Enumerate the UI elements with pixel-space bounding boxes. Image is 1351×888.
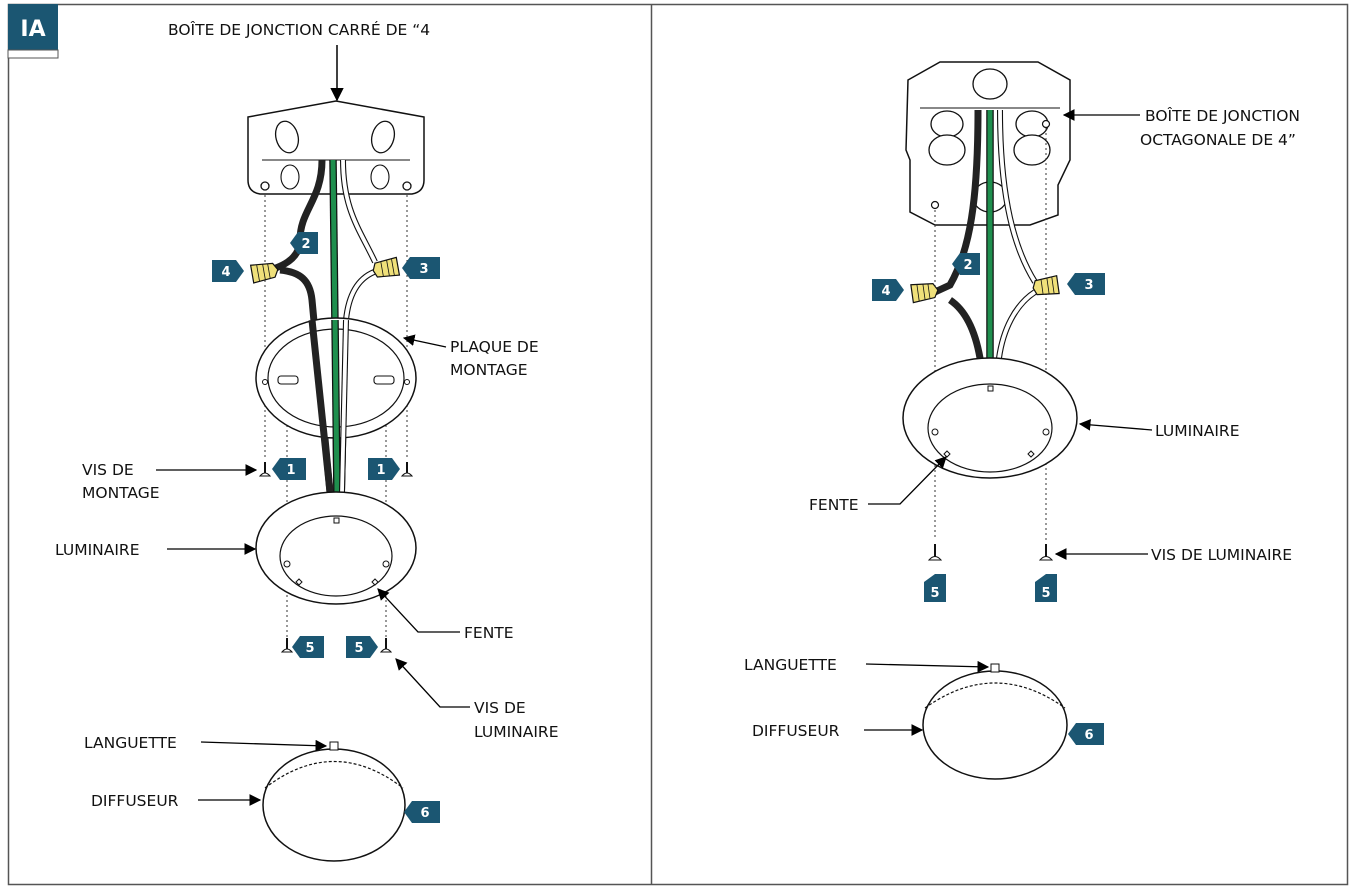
- fixture-screw-right-1: [927, 544, 943, 561]
- outer-frame: [7, 3, 1349, 886]
- label-slot-right: FENTE: [809, 496, 859, 514]
- fixture-screw-right-2: [1038, 544, 1054, 561]
- label-diffuser-left: DIFFUSEUR: [91, 792, 179, 810]
- fixture-right: [902, 357, 1078, 479]
- wire-nut-left-right-panel: [910, 283, 939, 304]
- step-badge-2: 2: [290, 232, 318, 254]
- step-badge-6-left: 6: [404, 801, 440, 823]
- svg-text:5: 5: [1041, 586, 1050, 601]
- svg-text:4: 4: [221, 265, 230, 280]
- wire-nut-right: [372, 256, 401, 278]
- step-badge-5-right-1: 5: [924, 574, 946, 602]
- mounting-screw-left: [258, 462, 272, 477]
- label-octagonal-box-2: OCTAGONALE DE 4”: [1140, 131, 1296, 149]
- svg-text:5: 5: [305, 641, 314, 656]
- svg-text:5: 5: [930, 586, 939, 601]
- black-wire-right: [933, 109, 982, 296]
- step-badge-3: 3: [402, 257, 440, 279]
- label-mounting-plate-2: MONTAGE: [450, 361, 528, 379]
- wire-nut-left: [249, 262, 279, 284]
- label-mounting-plate-1: PLAQUE DE: [450, 338, 539, 356]
- label-fixture-screw-1: VIS DE: [474, 699, 526, 717]
- wire-nut-right-right-panel: [1032, 274, 1060, 296]
- step-badge-5-right: 5: [346, 636, 378, 658]
- svg-text:6: 6: [420, 806, 429, 821]
- label-fixture-screw-right: VIS DE LUMINAIRE: [1151, 546, 1292, 564]
- step-badge-1-right: 1: [368, 458, 400, 480]
- diffuser-right: [922, 663, 1068, 780]
- step-badge-4-right: 4: [872, 279, 904, 301]
- square-junction-box: [247, 100, 425, 195]
- svg-text:1: 1: [376, 463, 385, 478]
- label-octagonal-box-1: BOÎTE DE JONCTION: [1145, 106, 1300, 125]
- fixture-left: [255, 491, 417, 605]
- fixture-screw-left: [280, 638, 294, 653]
- black-wire-fixture: [279, 266, 334, 493]
- step-badge-4: 4: [212, 260, 244, 282]
- svg-text:1: 1: [286, 463, 295, 478]
- svg-text:5: 5: [354, 641, 363, 656]
- svg-text:IA: IA: [20, 17, 45, 42]
- step-badge-6-right: 6: [1068, 723, 1104, 745]
- svg-text:6: 6: [1084, 728, 1093, 743]
- mounting-screw-right: [400, 462, 414, 477]
- step-badge-2-right: 2: [952, 253, 980, 275]
- step-badge-1-left: 1: [272, 458, 306, 480]
- label-fixture-screw-2: LUMINAIRE: [474, 723, 559, 741]
- svg-text:4: 4: [881, 284, 890, 299]
- svg-text:3: 3: [419, 262, 428, 277]
- fixture-screw-right: [379, 638, 393, 653]
- label-fixture-right: LUMINAIRE: [1155, 422, 1240, 440]
- svg-text:3: 3: [1084, 278, 1093, 293]
- step-badge-5-right-2: 5: [1035, 574, 1057, 602]
- right-panel: 2 4 3 5 5 6 BOÎTE DE JONCTION OCTAGONALE…: [744, 61, 1300, 780]
- panel-tag: IA: [7, 4, 59, 59]
- label-tab-right: LANGUETTE: [744, 656, 837, 674]
- step-badge-3-right: 3: [1067, 273, 1105, 295]
- label-square-junction-box: BOÎTE DE JONCTION CARRÉ DE “4: [168, 20, 430, 39]
- svg-text:2: 2: [301, 237, 310, 252]
- left-panel: 2 4 3 1 1 5 5 6 BOÎTE DE: [55, 20, 559, 862]
- white-wires-right: [996, 109, 1038, 359]
- svg-text:2: 2: [963, 258, 972, 273]
- step-badge-5-left: 5: [292, 636, 324, 658]
- label-mounting-screw-2: MONTAGE: [82, 484, 160, 502]
- label-tab-left: LANGUETTE: [84, 734, 177, 752]
- label-diffuser-right: DIFFUSEUR: [752, 722, 840, 740]
- diffuser-left: [262, 741, 406, 862]
- label-mounting-screw-1: VIS DE: [82, 461, 134, 479]
- label-slot-left: FENTE: [464, 624, 514, 642]
- label-fixture-left: LUMINAIRE: [55, 541, 140, 559]
